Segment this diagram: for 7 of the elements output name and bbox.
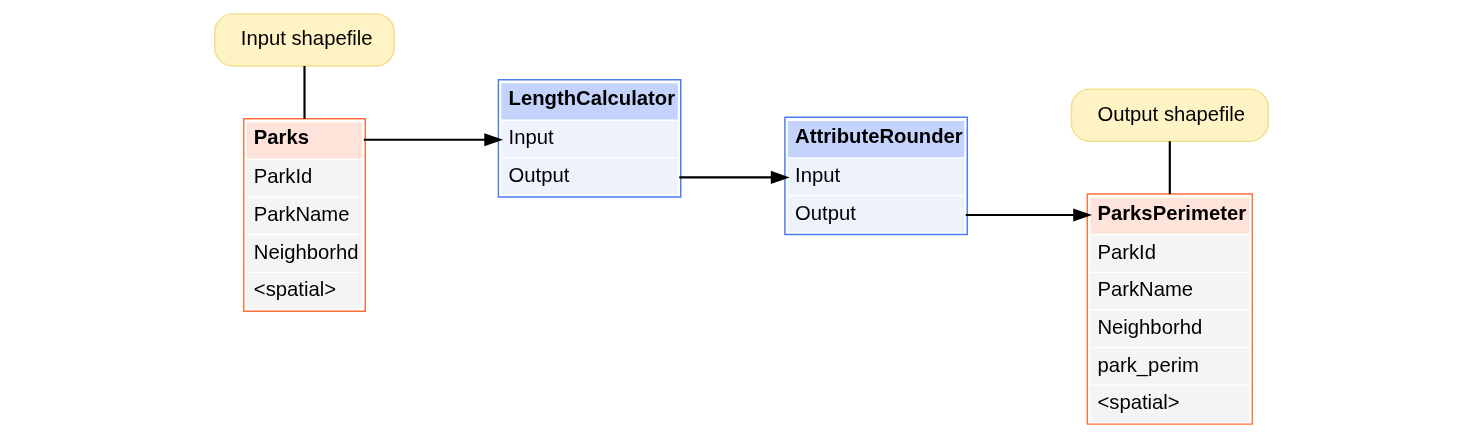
arrow: [678, 170, 790, 184]
connector: [302, 66, 306, 119]
node-box: Output shapefile: [1070, 88, 1269, 142]
node-box: Input shapefile: [213, 13, 395, 67]
connector: [1168, 141, 1171, 195]
arrow: [363, 133, 503, 147]
arrow: [965, 208, 1092, 222]
